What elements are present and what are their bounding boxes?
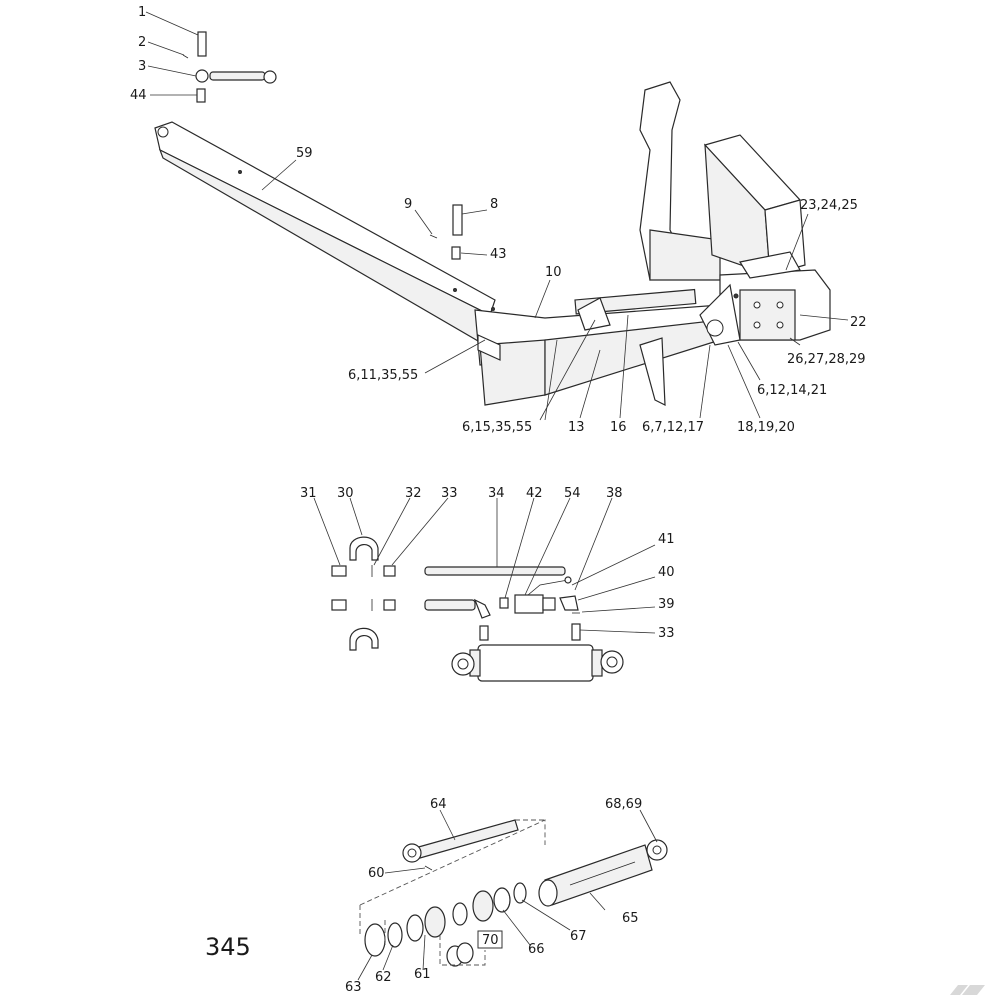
callout-18-19-20: 18,19,20 [737,420,795,435]
callout-1: 1 [138,5,146,20]
fitting-part-33-bottom [383,599,396,611]
callout-6-12-14-21: 6,12,14,21 [757,383,827,398]
hose-fittings-group [331,536,581,651]
seal-kit-parts [364,882,527,967]
elbow-part-40 [559,595,579,611]
callout-42: 42 [526,486,543,501]
drawbar-frame-part-59 [154,121,496,346]
boxed-callout-70: 70 [482,933,499,948]
fitting-part-33-top [383,565,396,577]
callout-44: 44 [130,88,147,103]
fitting-part-33-cyl-left [479,625,489,641]
callout-66: 66 [528,942,545,957]
callout-26-27-28-29: 26,27,28,29 [787,352,866,367]
clip-part-60 [424,865,433,871]
hose-part-34 [424,566,566,576]
callout-8: 8 [490,197,498,212]
callout-61: 61 [414,967,431,982]
callout-64: 64 [430,797,447,812]
callout-60: 60 [368,866,385,881]
callout-6-15-35-55: 6,15,35,55 [462,420,532,435]
brand-logo [950,985,985,995]
callout-labels: 1 2 3 44 59 9 8 43 10 23,24,25 22 26,27,… [130,5,867,995]
callout-59: 59 [296,146,313,161]
top-leaders [145,11,849,421]
gland-part-61-b [424,906,446,938]
fitting-part-31-top [331,565,347,577]
callout-13: 13 [568,420,585,435]
hitch-pin-group [182,31,277,103]
callout-65: 65 [622,911,639,926]
pin-part-1 [197,31,207,57]
callout-68-69: 68,69 [605,797,642,812]
callout-23-24-25: 23,24,25 [800,198,858,213]
callout-67: 67 [570,929,587,944]
page-number: 345 [205,933,251,961]
callout-31: 31 [300,486,317,501]
callout-10: 10 [545,265,562,280]
callout-38: 38 [606,486,623,501]
callout-22: 22 [850,315,867,330]
pin-group-8-9-43 [429,204,463,260]
gland-part-61-a [406,914,424,942]
callout-16: 16 [610,420,627,435]
callout-6-11-35-55: 6,11,35,55 [348,368,418,383]
bush-part-44 [196,88,206,103]
clip-part-2 [182,54,189,59]
fitting-part-42 [499,597,509,609]
fitting-part-31-bottom [331,599,347,611]
callout-6-7-12-17: 6,7,12,17 [642,420,704,435]
hose-part-30-top [349,536,379,561]
nut-part-67 [513,882,527,904]
callout-43: 43 [490,247,507,262]
fitting-part-33-cyl-right [571,623,581,641]
callout-9: 9 [404,197,412,212]
callout-54: 54 [564,486,581,501]
callout-33-top: 33 [441,486,458,501]
upright-arm [639,81,721,406]
callout-62: 62 [375,970,392,985]
callout-40: 40 [658,565,675,580]
boxed-callout-frame [477,930,503,949]
seal-part-62 [387,922,403,948]
callout-32: 32 [405,486,422,501]
pin-part-8 [452,204,463,236]
mounting-bracket [699,251,831,346]
seal-part-66 [493,887,511,913]
piston-rod-part-64 [402,819,519,863]
callout-41: 41 [658,532,675,547]
middle-leaders [313,497,656,634]
callout-2: 2 [138,35,146,50]
callout-33-bottom: 33 [658,626,675,641]
bush-part-43 [451,246,461,260]
middle-cylinder [451,644,624,682]
valve-part-54 [514,576,572,614]
callout-39: 39 [658,597,675,612]
seal-part-63 [364,923,386,957]
hose-part-30-bottom [349,627,379,651]
hose-part-34-lower [424,599,476,611]
mounting-plate-part-22 [739,289,796,341]
seal-kit-dashed-boundary [359,819,546,966]
clip-part-9 [429,234,438,239]
callout-30: 30 [337,486,354,501]
callout-63: 63 [345,980,362,995]
callout-3: 3 [138,59,146,74]
cylinder-barrel-part-65 [538,839,668,907]
frame-cylinder-part-16 [574,288,697,331]
frame-beam [474,304,731,406]
callout-34: 34 [488,486,505,501]
bottom-leaders [357,809,658,981]
turnbuckle-part-3 [195,69,277,84]
